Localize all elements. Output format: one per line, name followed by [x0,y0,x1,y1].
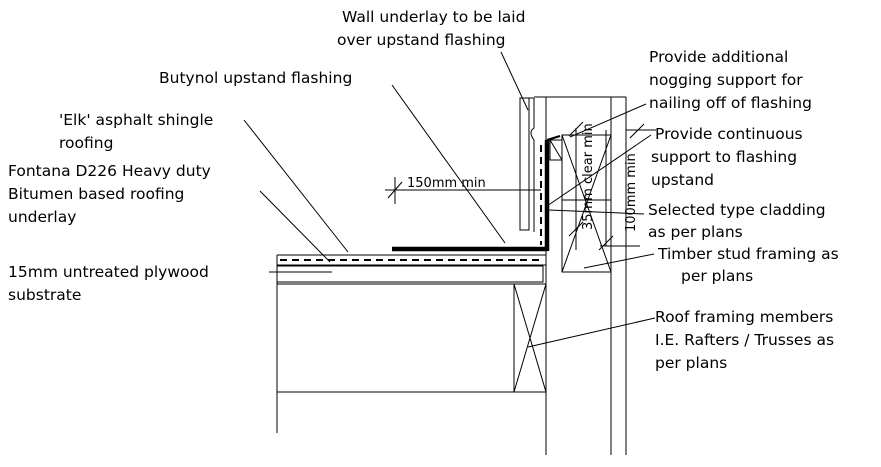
label-nogging: Provide additional nogging support for n… [649,48,812,112]
label-timber-line1: Timber stud framing as [657,245,839,263]
label-fontana-line2: Bitumen based roofing [8,185,184,203]
label-elk-line1: 'Elk' asphalt shingle [59,111,213,129]
label-wall-underlay: Wall underlay to be laid over upstand fl… [337,8,525,49]
dim-35mm-clear: 35mm clear min [568,121,596,250]
cladding [519,97,535,232]
label-nogging-line3: nailing off of flashing [649,94,812,112]
label-fontana-line1: Fontana D226 Heavy duty [8,162,211,180]
label-cladding-line1: Selected type cladding [648,201,826,219]
label-continuous-line2: support to flashing [651,148,797,166]
label-nogging-line2: nogging support for [649,71,803,89]
label-roof-framing-line2: I.E. Rafters / Trusses as [655,331,834,349]
label-roof-framing: Roof framing members I.E. Rafters / Trus… [655,308,834,372]
dim-150mm: 150mm min [385,176,541,204]
label-butynol: Butynol upstand flashing [159,69,352,87]
label-fontana-line3: underlay [8,208,76,226]
label-plywood-line1: 15mm untreated plywood [8,263,209,281]
label-roof-framing-line3: per plans [655,354,727,372]
dim-35mm-label: 35mm clear min [581,123,596,230]
label-wall-underlay-line2: over upstand flashing [337,31,506,49]
dim-150mm-label: 150mm min [407,176,486,191]
label-elk: 'Elk' asphalt shingle roofing [59,111,213,152]
leader-lines [243,51,656,348]
roof-framing [276,255,547,433]
label-timber-line2: per plans [681,267,753,285]
label-cladding-line2: as per plans [648,223,743,241]
label-nogging-line1: Provide additional [649,48,788,66]
label-roof-framing-line1: Roof framing members [655,308,833,326]
dim-100mm: 100mm min [598,123,656,251]
label-elk-line2: roofing [59,134,113,152]
label-continuous: Provide continuous support to flashing u… [651,125,803,189]
label-plywood: 15mm untreated plywood substrate [8,263,209,304]
wall-structure [534,96,627,455]
roof-layers [276,134,563,283]
label-timber: Timber stud framing as per plans [657,245,839,285]
label-continuous-line3: upstand [651,171,714,189]
label-plywood-line2: substrate [8,286,81,304]
label-continuous-line1: Provide continuous [655,125,803,143]
dim-100mm-label: 100mm min [624,153,639,232]
label-cladding: Selected type cladding as per plans [648,201,826,241]
label-fontana: Fontana D226 Heavy duty Bitumen based ro… [8,162,211,226]
label-wall-underlay-line1: Wall underlay to be laid [342,8,525,26]
